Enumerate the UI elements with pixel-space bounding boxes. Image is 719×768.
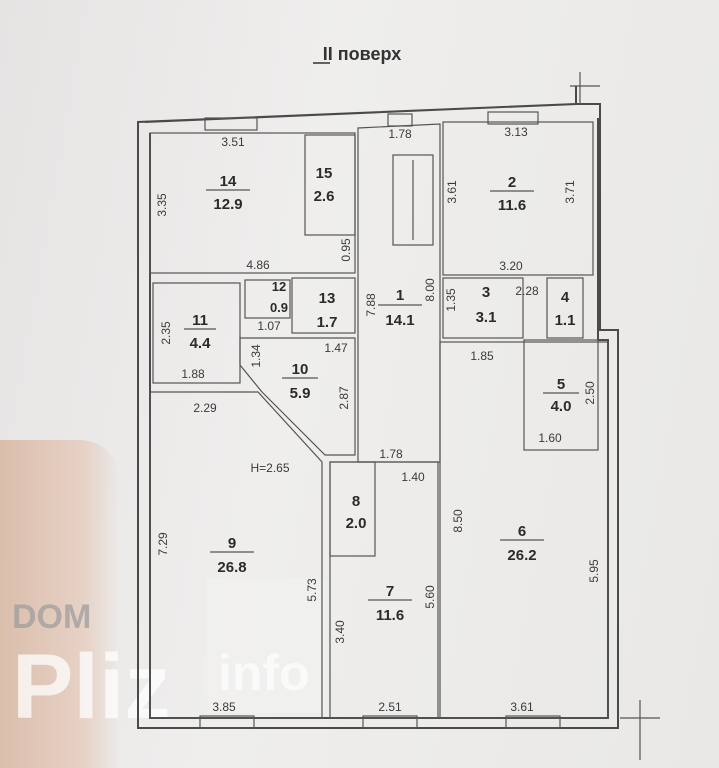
dim: 8.50 <box>451 509 465 533</box>
room-13-area: 1.7 <box>317 314 338 331</box>
dim: 7.29 <box>156 532 170 556</box>
watermark-info: info <box>218 645 310 701</box>
dim: 1.78 <box>379 447 403 461</box>
room-6-number: 6 <box>518 523 526 540</box>
room-7-number: 7 <box>386 583 394 600</box>
ceiling-height: H=2.65 <box>250 461 289 475</box>
dim: 5.95 <box>587 559 601 583</box>
floor-title: II поверх <box>323 44 401 64</box>
room-8-area: 2.0 <box>346 515 367 532</box>
room-4-number: 4 <box>561 289 570 306</box>
room-9-number: 9 <box>228 535 236 552</box>
dim: 1.35 <box>444 288 458 312</box>
room-outlines <box>149 121 609 719</box>
dim: 2.29 <box>193 401 217 415</box>
photo-shadow <box>0 440 120 768</box>
room-3-area: 3.1 <box>476 309 497 326</box>
dim: 3.40 <box>333 620 347 644</box>
room-7-area: 11.6 <box>376 607 404 624</box>
room-5-number: 5 <box>557 376 565 393</box>
dim: 7.88 <box>364 293 378 317</box>
dim: 3.61 <box>510 700 534 714</box>
room-9-area: 26.8 <box>217 559 246 576</box>
dim: 4.86 <box>246 258 270 272</box>
stairs <box>392 154 434 246</box>
watermark-panel <box>207 578 325 713</box>
room-10-number: 10 <box>292 361 309 378</box>
dim: 2.87 <box>337 386 351 410</box>
room-8-number: 8 <box>352 493 360 510</box>
watermark-pliz: Pliz <box>12 636 170 738</box>
room-14-number: 14 <box>220 173 237 190</box>
room-6-area: 26.2 <box>507 547 536 564</box>
window <box>387 113 413 127</box>
room-5-area: 4.0 <box>551 398 572 415</box>
dimension-labels: 3.51 3.35 4.86 1.78 0.95 3.13 3.61 3.71 … <box>155 125 601 714</box>
dim: 0.95 <box>339 238 353 262</box>
room-15-area: 2.6 <box>314 188 335 205</box>
room-4-area: 1.1 <box>555 312 576 329</box>
room-13-number: 13 <box>319 290 336 307</box>
dim: 3.35 <box>155 193 169 217</box>
window <box>199 715 255 729</box>
dim: 1.85 <box>470 349 494 363</box>
dim: 2.35 <box>159 321 173 345</box>
dim: 8.00 <box>423 278 437 302</box>
room-15-number: 15 <box>316 165 333 182</box>
room-14-area: 12.9 <box>213 196 242 213</box>
dim: 1.78 <box>388 127 412 141</box>
dim: 3.71 <box>563 180 577 204</box>
dim: 2.50 <box>583 381 597 405</box>
dim: 3.13 <box>504 125 528 139</box>
dim: 3.20 <box>499 259 523 273</box>
room-labels: 1 14.1 2 11.6 3 3.1 4 1.1 5 4.0 6 26.2 7… <box>184 165 579 624</box>
dim: 1.88 <box>181 367 205 381</box>
dim: 1.34 <box>249 344 263 368</box>
watermark: DOM Pliz info <box>12 578 325 738</box>
window <box>362 715 418 729</box>
room-11-number: 11 <box>192 312 208 329</box>
dim: 1.07 <box>257 319 281 333</box>
dim: 5.60 <box>423 585 437 609</box>
window <box>487 111 539 125</box>
room-12-area: 0.9 <box>270 300 288 315</box>
window <box>505 715 561 729</box>
dim: 2.28 <box>515 284 539 298</box>
dim: 1.47 <box>324 341 348 355</box>
room-10-area: 5.9 <box>290 385 311 402</box>
room-12-number: 12 <box>272 279 286 294</box>
room-2-number: 2 <box>508 174 516 191</box>
room-1-area: 14.1 <box>385 312 414 329</box>
dim: 3.51 <box>221 135 245 149</box>
watermark-dom: DOM <box>12 598 91 636</box>
dim: 1.60 <box>538 431 562 445</box>
window <box>204 117 258 131</box>
dim: 3.61 <box>445 180 459 204</box>
room-3-number: 3 <box>482 284 490 301</box>
room-1-number: 1 <box>396 287 404 304</box>
dim: 1.40 <box>401 470 425 484</box>
room-2-area: 11.6 <box>498 197 526 214</box>
dim: 5.73 <box>305 578 319 602</box>
dim: 2.51 <box>378 700 402 714</box>
room-11-area: 4.4 <box>190 335 212 352</box>
dim: 3.85 <box>212 700 236 714</box>
